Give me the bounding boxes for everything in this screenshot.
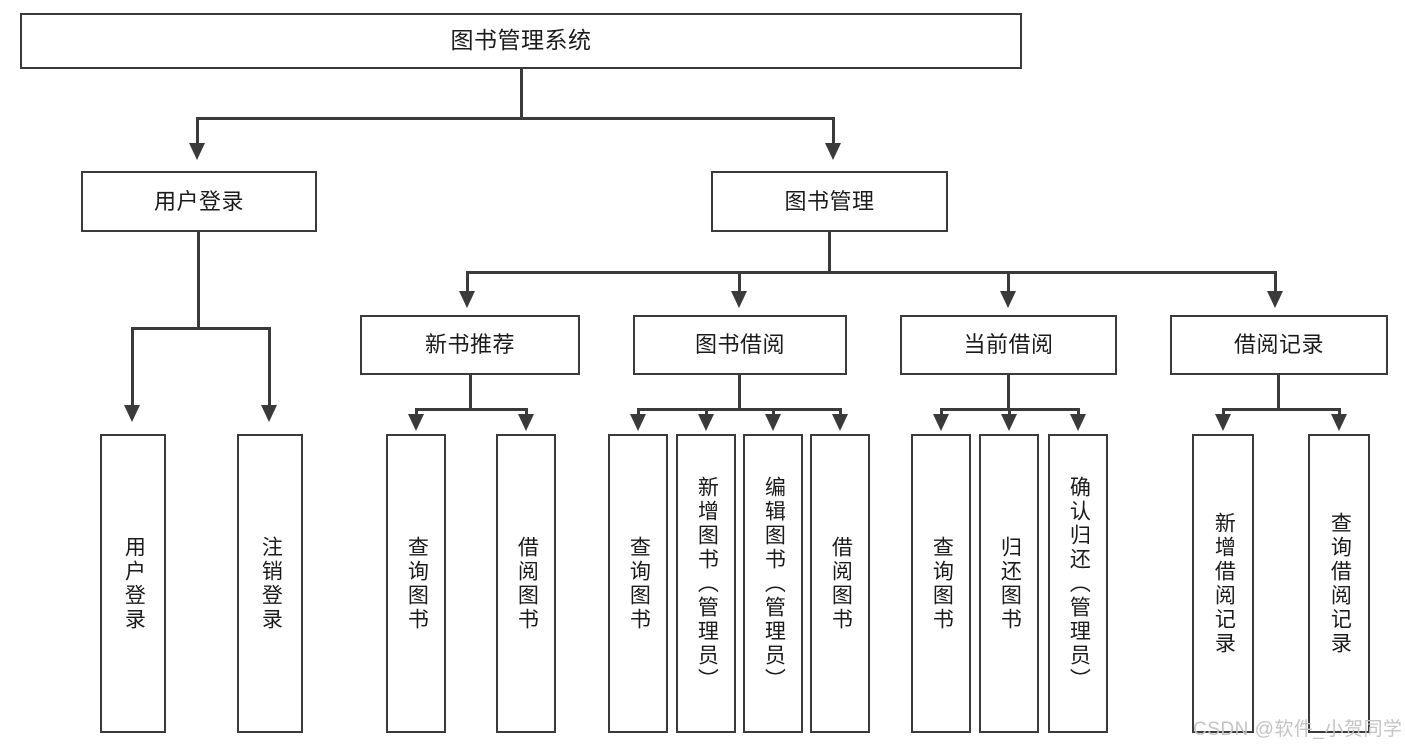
connector-user-login-stem <box>197 232 200 327</box>
leaf-cb-return-book[interactable]: 归还图书 <box>979 434 1039 733</box>
connector-book-borrow-stem <box>738 375 741 408</box>
connector-bm-to-book-borrow <box>738 271 741 293</box>
node-label: 图书借阅 <box>694 332 785 358</box>
node-label: 注销登录 <box>259 535 283 632</box>
connector-bb-to-leaf-2 <box>772 408 775 418</box>
connector-nbr-to-leaf-1 <box>525 408 528 418</box>
arrow-nbr-to-leaf-0 <box>408 414 424 431</box>
node-label: 图书管理系统 <box>450 27 592 54</box>
arrow-bb-to-leaf-2 <box>765 414 781 431</box>
connector-root-bus <box>196 117 835 120</box>
connector-new-book-recommend-stem <box>469 375 472 408</box>
connector-root-to-book-management <box>832 117 835 145</box>
arrow-user-login-to-leaf-1 <box>261 405 277 422</box>
leaf-user-login[interactable]: 用户登录 <box>100 434 166 733</box>
connector-user-login-to-leaf-0 <box>131 327 134 407</box>
node-label: 图书管理 <box>784 188 875 214</box>
node-root-book-management-system[interactable]: 图书管理系统 <box>20 13 1022 69</box>
node-label: 借阅图书 <box>515 535 539 632</box>
connector-borrow-record-bus <box>1222 408 1341 411</box>
arrow-bm-to-borrow-record <box>1267 291 1283 308</box>
arrow-bm-to-new-book-recommend <box>459 291 475 308</box>
connector-nbr-to-leaf-0 <box>415 408 418 418</box>
leaf-br-add-record[interactable]: 新增借阅记录 <box>1192 434 1254 733</box>
connector-bb-to-leaf-0 <box>637 408 640 418</box>
arrow-root-to-user-login <box>189 143 205 160</box>
connector-bm-to-current-borrow <box>1007 271 1010 293</box>
node-label: 当前借阅 <box>963 332 1054 358</box>
node-label: 编辑图书（管理员） <box>762 475 786 692</box>
arrow-bb-to-leaf-0 <box>630 414 646 431</box>
connector-root-to-user-login <box>196 117 199 145</box>
node-label: 确认归还（管理员） <box>1067 475 1091 692</box>
leaf-cb-query-book[interactable]: 查询图书 <box>911 434 971 733</box>
connector-br-to-leaf-0 <box>1222 408 1225 418</box>
node-label: 用户登录 <box>153 188 244 214</box>
leaf-bb-query-book[interactable]: 查询图书 <box>608 434 668 733</box>
leaf-bb-edit-book-admin[interactable]: 编辑图书（管理员） <box>743 434 803 733</box>
node-label: 归还图书 <box>998 535 1022 632</box>
arrow-cb-to-leaf-0 <box>933 414 949 431</box>
node-label: 查询图书 <box>627 535 651 632</box>
connector-current-borrow-stem <box>1007 375 1010 408</box>
node-book-borrow[interactable]: 图书借阅 <box>633 315 847 375</box>
node-label: 查询图书 <box>405 535 429 632</box>
arrow-bm-to-current-borrow <box>1000 291 1016 308</box>
leaf-nbr-borrow-book[interactable]: 借阅图书 <box>496 434 556 733</box>
leaf-nbr-query-book[interactable]: 查询图书 <box>386 434 446 733</box>
node-label: 新增图书（管理员） <box>695 475 719 692</box>
arrow-bb-to-leaf-1 <box>698 414 714 431</box>
connector-root-stem <box>520 69 523 117</box>
arrow-bm-to-book-borrow <box>731 291 747 308</box>
leaf-logout-login[interactable]: 注销登录 <box>237 434 303 733</box>
connector-user-login-to-leaf-1 <box>268 327 271 407</box>
node-label: 借阅图书 <box>829 535 853 632</box>
connector-cb-to-leaf-0 <box>940 408 943 418</box>
connector-bb-to-leaf-3 <box>839 408 842 418</box>
connector-book-management-bus <box>466 271 1277 274</box>
leaf-br-query-record[interactable]: 查询借阅记录 <box>1308 434 1370 733</box>
connector-bm-to-new-book-recommend <box>466 271 469 293</box>
connector-cb-to-leaf-1 <box>1008 408 1011 418</box>
arrow-nbr-to-leaf-1 <box>518 414 534 431</box>
leaf-bb-borrow-book[interactable]: 借阅图书 <box>810 434 870 733</box>
node-label: 查询借阅记录 <box>1328 511 1352 656</box>
node-borrow-record[interactable]: 借阅记录 <box>1170 315 1388 375</box>
connector-book-management-stem <box>828 232 831 271</box>
node-label: 新书推荐 <box>424 332 515 358</box>
node-book-management[interactable]: 图书管理 <box>711 171 948 232</box>
connector-cb-to-leaf-2 <box>1077 408 1080 418</box>
node-new-book-recommend[interactable]: 新书推荐 <box>360 315 580 375</box>
arrow-cb-to-leaf-1 <box>1001 414 1017 431</box>
watermark-text: CSDN @软件_小贺同学 <box>1193 719 1403 740</box>
arrow-bb-to-leaf-3 <box>832 414 848 431</box>
arrow-user-login-to-leaf-0 <box>124 405 140 422</box>
leaf-bb-add-book-admin[interactable]: 新增图书（管理员） <box>676 434 736 733</box>
connector-br-to-leaf-1 <box>1338 408 1341 418</box>
connector-bm-to-borrow-record <box>1274 271 1277 293</box>
node-label: 借阅记录 <box>1233 332 1324 358</box>
connector-bb-to-leaf-1 <box>705 408 708 418</box>
node-current-borrow[interactable]: 当前借阅 <box>900 315 1117 375</box>
connector-user-login-bus <box>131 327 271 330</box>
arrow-root-to-book-management <box>825 143 841 160</box>
node-label: 查询图书 <box>930 535 954 632</box>
node-label: 用户登录 <box>122 535 146 632</box>
connector-borrow-record-stem <box>1277 375 1280 408</box>
connector-book-borrow-bus <box>637 408 842 411</box>
arrow-br-to-leaf-1 <box>1331 414 1347 431</box>
arrow-br-to-leaf-0 <box>1215 414 1231 431</box>
node-user-login[interactable]: 用户登录 <box>81 171 317 232</box>
connector-new-book-recommend-bus <box>415 408 528 411</box>
arrow-cb-to-leaf-2 <box>1070 414 1086 431</box>
leaf-cb-confirm-return-admin[interactable]: 确认归还（管理员） <box>1048 434 1108 733</box>
node-label: 新增借阅记录 <box>1212 511 1236 656</box>
